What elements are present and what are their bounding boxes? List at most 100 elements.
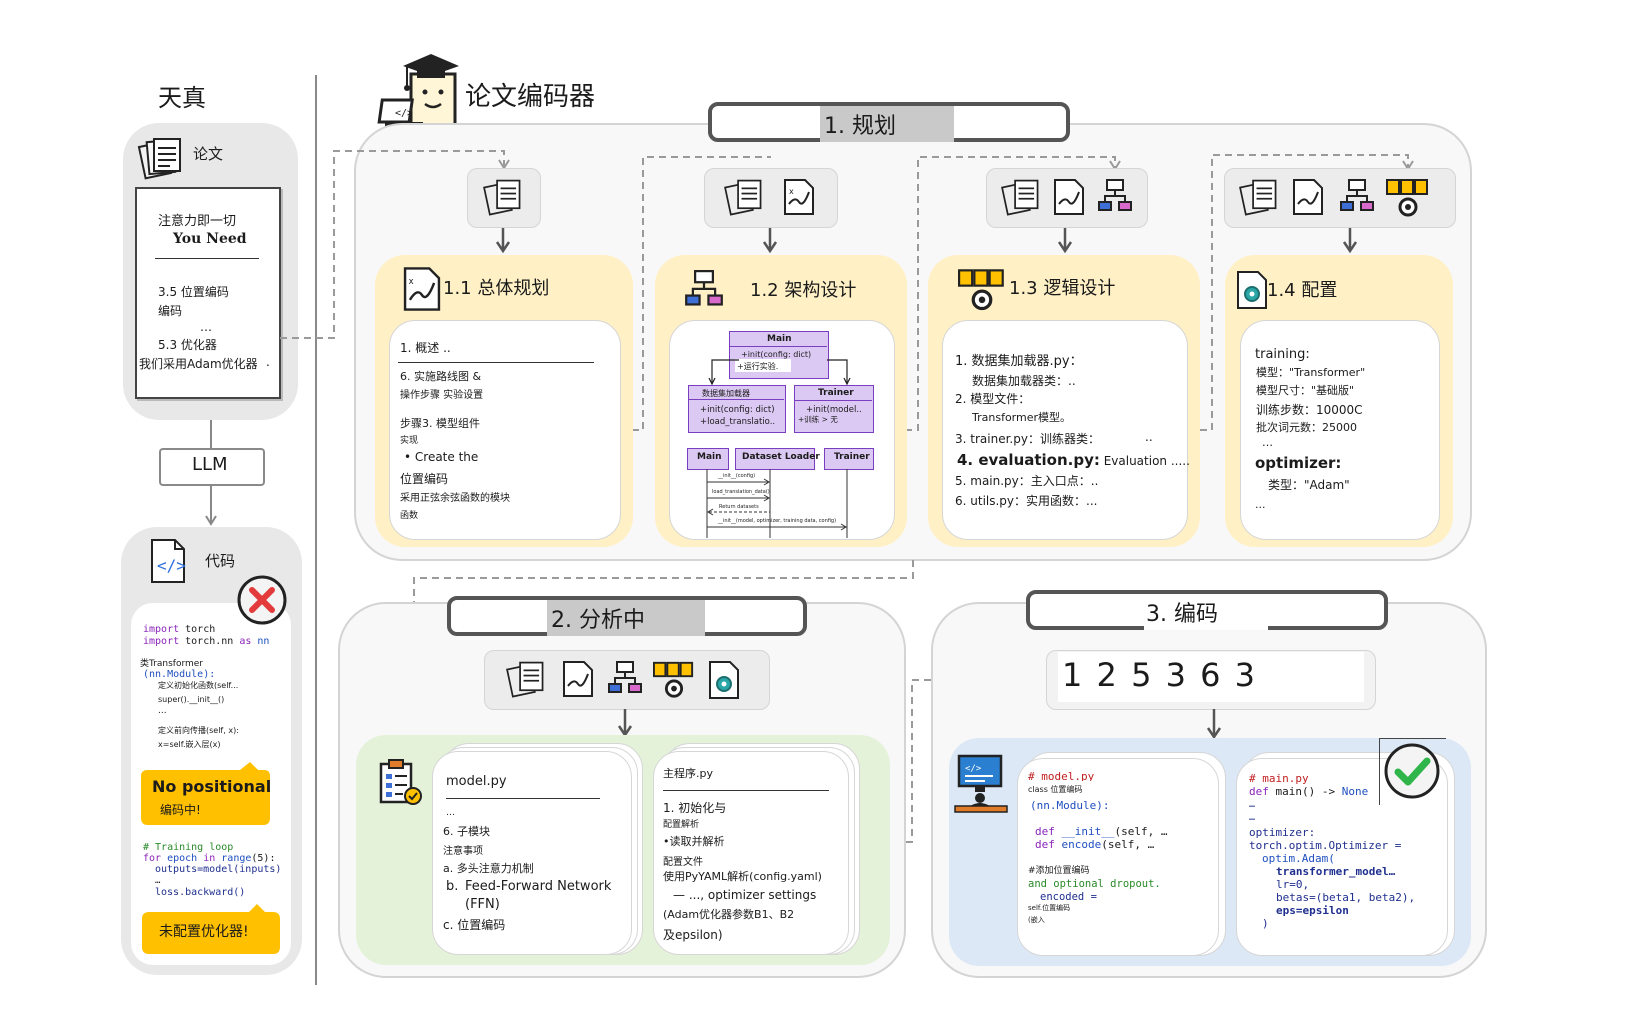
paper-dots: … [200, 320, 212, 334]
logic-line-6: 4. evaluation.py: Evaluation ..... [957, 450, 1190, 469]
paper-line-4: 我们采用Adam优化器 [139, 357, 258, 371]
code-module-line: (nn.Module): [143, 669, 216, 679]
overall-line-5: 实现 [400, 436, 419, 446]
tray-paper-icon [1001, 179, 1039, 216]
architecture-icon [685, 270, 723, 306]
seq-main-label: Main [697, 452, 722, 462]
icon-tray-arch [704, 168, 838, 228]
uml-main-m1: +init(config: dict) [741, 350, 812, 359]
kw-as: as [239, 636, 252, 647]
success-check-icon [1384, 743, 1440, 799]
config-line-5: 批次词元数：25000 [1256, 421, 1357, 434]
model-analysis-card [432, 751, 632, 955]
analysis-down-arrow [617, 709, 633, 738]
overall-line-7: 位置编码 [400, 472, 449, 486]
config-card [1240, 320, 1440, 540]
init-args: (self, … [1114, 825, 1168, 838]
fn-init: __init__ [1054, 825, 1115, 838]
naive-header: 天真 [158, 84, 206, 112]
tray-plan-doc-icon [1054, 179, 1084, 215]
stage-planning-highlight [820, 106, 954, 142]
logic-eval-file: 4. evaluation.py: [957, 451, 1100, 469]
model-code-line-7: and optional dropout. [1028, 878, 1161, 890]
code-class-line: 类Transformer [140, 659, 204, 669]
kw-def: def [1035, 825, 1055, 838]
analysis-clipboard-icon [379, 759, 422, 805]
tray-architecture-icon [1098, 179, 1132, 211]
paper-sheet [135, 187, 281, 399]
code-import-2: import torch.nn as nn [143, 636, 269, 647]
tray-plan-doc-icon: x [784, 179, 814, 215]
model-analysis-dots: … [446, 808, 455, 818]
overall-line-9: 函数 [400, 511, 419, 521]
model-analysis-line-5: c. 位置编码 [443, 918, 506, 932]
code-dots-2: … [155, 876, 161, 886]
import-2-nn: nn [251, 636, 270, 647]
config-line-7: optimizer: [1255, 454, 1342, 472]
config-file-icon [1237, 271, 1267, 309]
main-code-line-5: optimizer: [1249, 826, 1316, 839]
tray-paper-icon [506, 661, 544, 698]
main-title: 论文编码器 [465, 82, 596, 112]
uml-loader-title: 数据集加载器 [702, 389, 750, 398]
logic-line-3: 2. 模型文件： [955, 392, 1031, 406]
main-code-line-9: lr=0, [1276, 878, 1310, 891]
model-analysis-file: model.py [446, 774, 507, 789]
kw-import: import [143, 624, 180, 635]
model-code-line-2: class 位置编码 [1028, 785, 1083, 794]
main-analysis-rule [663, 790, 829, 791]
logic-line-1: 1. 数据集加载器.py： [955, 354, 1083, 369]
uml-trainer-m2: +训练 > 无 [798, 415, 838, 424]
connector-paper-llm [210, 420, 212, 448]
stage-analysis-bar: 2. 分析中 [447, 596, 807, 636]
model-code-line-6: #添加位置编码 [1028, 866, 1090, 876]
overall-line-1: 1. 概述 .. [400, 341, 451, 355]
encode-args: (self, … [1101, 838, 1155, 851]
code-init-comment: 定义初始化函数(self... [158, 681, 239, 690]
for-var: epoch [161, 853, 204, 864]
main-analysis-line-7: (Adam优化器参数B1、B2 [663, 908, 795, 921]
logic-line-4: Transformer模型。 [972, 411, 1072, 424]
code-super-line: super().__init__() [158, 695, 225, 704]
main-code-line-7: optim.Adam( [1262, 852, 1335, 865]
stage-planning-label: 1. 规划 [824, 114, 896, 139]
config-line-9: ... [1255, 498, 1266, 511]
logic-line-8: 6. utils.py：实用函数：... [955, 494, 1098, 508]
tray-architecture-icon [1340, 179, 1374, 211]
tray-paper-icon [1239, 179, 1277, 216]
stage-planning-bar: 1. 规划 [708, 102, 1070, 142]
svg-text:x: x [789, 187, 794, 196]
main-analysis-line-8: 及epsilon) [663, 928, 723, 942]
kw-in: in [203, 853, 216, 864]
seq-loader-label: Dataset Loader [742, 452, 820, 462]
tray-architecture-icon [608, 661, 642, 693]
model-code-line-4: def __init__(self, … [1035, 825, 1167, 838]
tray-paper-icon [483, 179, 521, 216]
success-frame [1379, 738, 1446, 805]
overall-line-3: 操作步骤 实验设置 [400, 390, 484, 401]
paper-title-en: You Need [173, 231, 247, 247]
range-fn: range [215, 853, 252, 864]
uml-main-rule [729, 346, 827, 347]
overall-rule [398, 362, 594, 363]
paper-coder-mascot-icon: </> [377, 54, 459, 138]
uml-loader-box [688, 385, 786, 433]
fn-main: main [1268, 785, 1302, 798]
main-code-line-6: torch.optim.Optimizer = [1249, 839, 1402, 852]
kw-none: None [1341, 785, 1369, 798]
seq-msg-3: Return datasets [719, 504, 759, 510]
model-code-line-1: # model.py [1028, 770, 1095, 781]
fn-encode: encode [1054, 838, 1102, 851]
tray-logic-icon [653, 661, 694, 698]
kw-import-2: import [143, 636, 180, 647]
arch-design-title: 1.2 架构设计 [750, 280, 857, 301]
main-code-line-10: betas=(beta1, beta2), [1276, 891, 1416, 904]
stage-coding-label: 3. 编码 [1146, 602, 1218, 627]
error-x-icon [237, 575, 287, 625]
uml-trainer-box [794, 385, 874, 433]
logic-line-5: 3. trainer.py：训练器类： [955, 432, 1100, 446]
model-analysis-line-4c: (FFN) [465, 897, 500, 912]
paper-title-cn: 注意力即一切 [158, 214, 237, 229]
code-loss-line: loss.backward() [155, 887, 246, 898]
uml-trainer-title: Trainer [818, 388, 854, 398]
